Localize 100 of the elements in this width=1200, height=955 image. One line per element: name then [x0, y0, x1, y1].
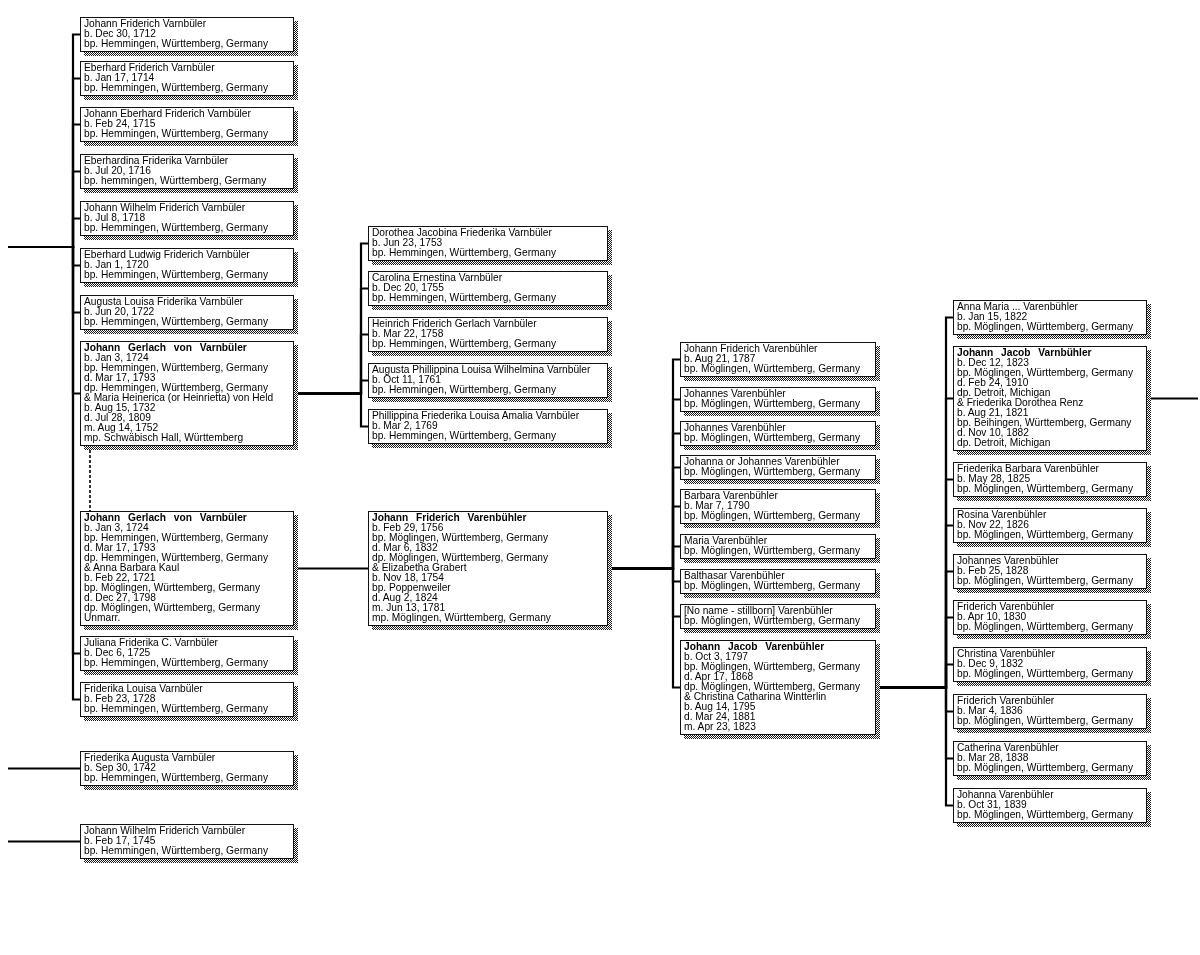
- person-name: Barbara Varenbühler: [684, 491, 778, 501]
- person-record-box: [953, 694, 1151, 733]
- record-line: b. Oct 11, 1761: [372, 375, 441, 385]
- record-line: bp. Hemmingen, Württemberg, Germany: [84, 363, 268, 373]
- person-record-box: [80, 824, 298, 863]
- person-record-box: [368, 511, 612, 630]
- person-name: Johann Wilhelm Friderich Varnbüler: [84, 826, 246, 836]
- person-name: Christina Varenbühler: [957, 649, 1055, 659]
- person-record-box: [680, 421, 880, 450]
- person-record-box: [953, 600, 1151, 639]
- record-line: bp. Hemmingen, Württemberg, Germany: [84, 317, 268, 327]
- record-line: bp. Möglingen, Württemberg, Germany: [684, 511, 861, 521]
- person-record-box: [680, 640, 880, 739]
- record-line: bp. Möglingen, Württemberg, Germany: [957, 622, 1134, 632]
- person-name: Anna Maria ... Varenbühler: [957, 302, 1078, 312]
- person-name: Balthasar Varenbühler: [684, 571, 785, 581]
- connector-line: [1151, 397, 1198, 400]
- record-line: & Friederika Dorothea Renz: [957, 398, 1084, 408]
- record-line: Unmarr.: [84, 613, 121, 623]
- record-line: bp. Hemmingen, Württemberg, Germany: [84, 533, 268, 543]
- record-line: b. Jan 3, 1724: [84, 353, 149, 363]
- person-record-box: [953, 788, 1151, 827]
- record-line: b. May 28, 1825: [957, 474, 1031, 484]
- record-line: d. Dec 27, 1798: [84, 593, 156, 603]
- person-record-box: [953, 741, 1151, 780]
- person-name: Catherina Varenbühler: [957, 743, 1059, 753]
- record-line: & Christina Catharina Wintterlin: [684, 692, 827, 702]
- person-record-box: [80, 201, 298, 240]
- person-record-box: [953, 554, 1151, 593]
- record-line: b. Jan 17, 1714: [84, 73, 155, 83]
- record-line: b. Jul 20, 1716: [84, 166, 151, 176]
- record-line: bp. Möglingen, Württemberg, Germany: [957, 530, 1134, 540]
- record-line: b. Jan 15, 1822: [957, 312, 1028, 322]
- person-name: Johann Eberhard Friderich Varnbüler: [84, 109, 251, 119]
- person-name: Johannes Varenbühler: [957, 556, 1059, 566]
- person-name: Carolina Ernestina Varnbüler: [372, 273, 503, 283]
- person-name: Friderika Louisa Varnbüler: [84, 684, 203, 694]
- person-record-box: [680, 342, 880, 381]
- person-record-box: [80, 154, 298, 193]
- person-record-box: [680, 387, 880, 416]
- record-line: m. Apr 23, 1823: [684, 722, 756, 732]
- record-line: b. Oct 31, 1839: [957, 800, 1027, 810]
- record-line: d. Mar 17, 1793: [84, 543, 156, 553]
- person-record-box: [680, 604, 880, 633]
- person-name: [No name - stillborn] Varenbühler: [684, 606, 833, 616]
- record-line: dp. Möglingen, Württemberg, Germany: [84, 603, 261, 613]
- record-line: b. Nov 22, 1826: [957, 520, 1029, 530]
- record-line: b. Sep 30, 1742: [84, 763, 156, 773]
- person-name: Dorothea Jacobina Friederika Varnbüler: [372, 228, 552, 238]
- record-line: b. Aug 21, 1787: [684, 354, 756, 364]
- record-line: m. Aug 14, 1752: [84, 423, 159, 433]
- record-line: bp. Möglingen, Württemberg, Germany: [684, 662, 861, 672]
- record-line: dp. Möglingen, Württemberg, Germany: [684, 682, 861, 692]
- record-line: b. Jun 23, 1753: [372, 238, 443, 248]
- connector-line: [8, 767, 80, 770]
- record-line: bp. Hemmingen, Württemberg, Germany: [84, 704, 268, 714]
- person-name: Johann Wilhelm Friderich Varnbüler: [84, 203, 246, 213]
- record-line: b. Aug 14, 1795: [684, 702, 756, 712]
- record-line: bp. Möglingen, Württemberg, Germany: [957, 669, 1134, 679]
- record-line: & Anna Barbara Kaul: [84, 563, 180, 573]
- person-record-box: [80, 107, 298, 146]
- person-record-box: [368, 363, 612, 402]
- record-line: bp. Möglingen, Württemberg, Germany: [957, 368, 1134, 378]
- record-line: bp. Hemmingen, Württemberg, Germany: [84, 223, 268, 233]
- record-line: bp. Hemmingen, Württemberg, Germany: [372, 385, 556, 395]
- record-line: d. Feb 24, 1910: [957, 378, 1029, 388]
- person-name: Friderich Varenbühler: [957, 696, 1055, 706]
- connector-line: [298, 567, 368, 570]
- record-line: b. Nov 18, 1754: [372, 573, 444, 583]
- record-line: b. Jul 8, 1718: [84, 213, 146, 223]
- person-record-box: [680, 569, 880, 598]
- person-record-box: [80, 248, 298, 287]
- record-line: b. Mar 28, 1838: [957, 753, 1029, 763]
- person-record-box: [80, 636, 298, 675]
- person-name: Johann Friderich Varenbühler: [684, 344, 818, 354]
- person-record-box: [80, 295, 298, 334]
- record-line: bp. Hemmingen, Württemberg, Germany: [84, 846, 268, 856]
- record-line: dp. Hemmingen, Württemberg, Germany: [84, 383, 268, 393]
- person-name: Johanna or Johannes Varenbühler: [684, 457, 840, 467]
- record-line: bp. Beihingen, Württemberg, Germany: [957, 418, 1132, 428]
- person-record-box: [80, 511, 298, 630]
- record-line: bp. Möglingen, Württemberg, Germany: [684, 546, 861, 556]
- record-line: bp. Hemmingen, Württemberg, Germany: [372, 248, 556, 258]
- record-line: b. Dec 20, 1755: [372, 283, 444, 293]
- record-line: bp. Möglingen, Württemberg, Germany: [684, 433, 861, 443]
- person-name: Friederika Barbara Varenbühler: [957, 464, 1099, 474]
- person-record-box: [80, 341, 298, 450]
- person-name: Johannes Varenbühler: [684, 423, 786, 433]
- person-name: Johann Jacob Varnbühler: [957, 348, 1092, 358]
- record-line: b. Jun 20, 1722: [84, 307, 155, 317]
- record-line: bp. Hemmingen, Württemberg, Germany: [84, 39, 268, 49]
- person-name: Johanna Varenbühler: [957, 790, 1054, 800]
- record-line: bp. Hemmingen, Württemberg, Germany: [84, 773, 268, 783]
- record-line: b. Mar 7, 1790: [684, 501, 750, 511]
- record-line: bp. Möglingen, Württemberg, Germany: [684, 616, 861, 626]
- person-record-box: [953, 508, 1151, 547]
- record-line: bp. Hemmingen, Württemberg, Germany: [84, 83, 268, 93]
- person-record-box: [953, 462, 1151, 501]
- person-name: Johann Friderich Varenbühler: [372, 513, 527, 523]
- person-name: Eberhardina Friderika Varnbüler: [84, 156, 229, 166]
